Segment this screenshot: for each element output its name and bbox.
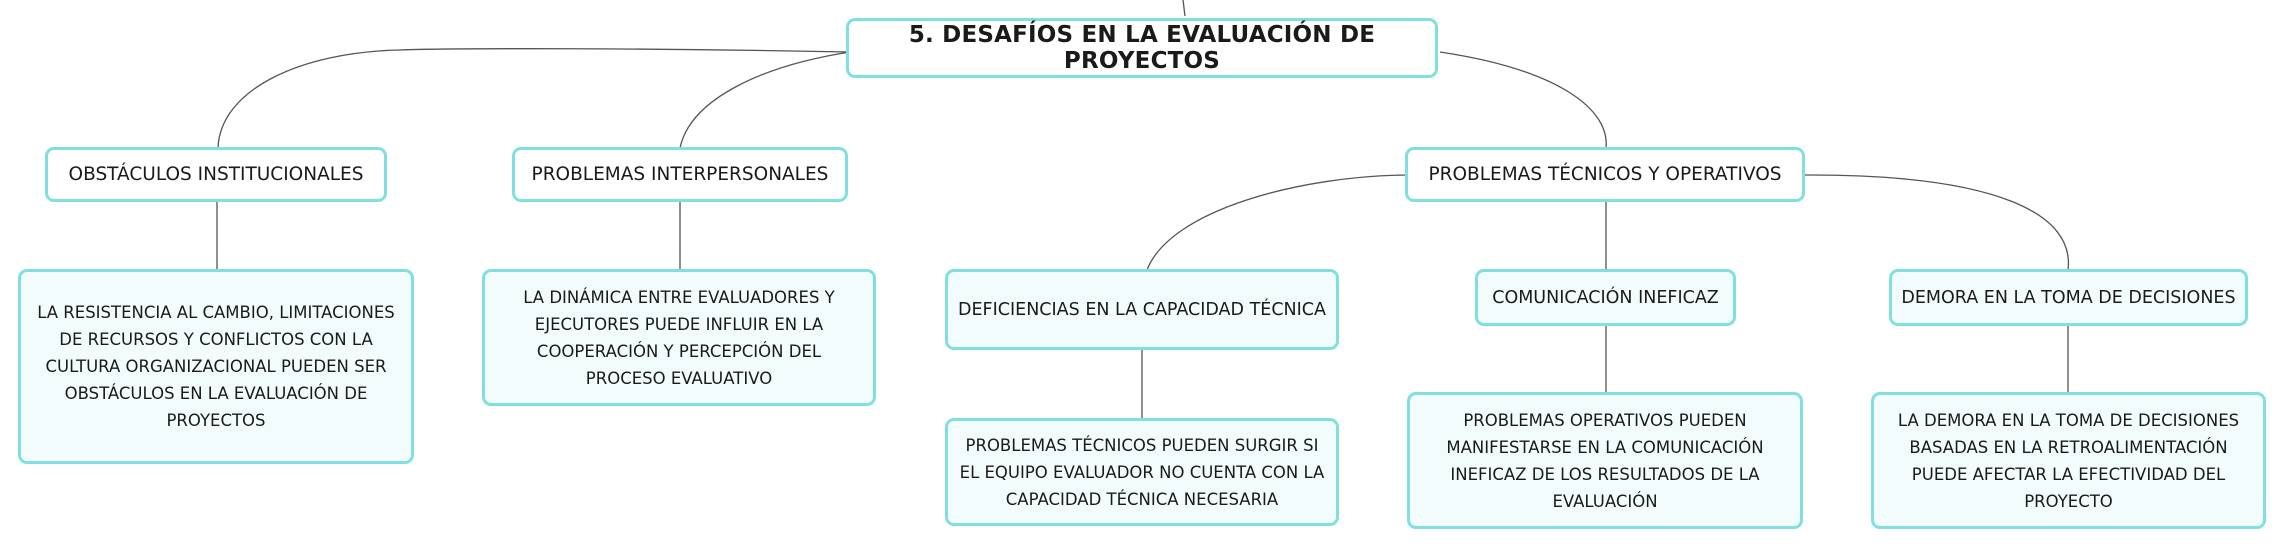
connector-tecnicos-to-demora — [1802, 174, 2070, 271]
connector-root-to-interpersonales — [679, 51, 851, 149]
detail-obstaculos-institucionales[interactable]: LA RESISTENCIA AL CAMBIO, LIMITACIONES D… — [18, 269, 414, 464]
central-topic-label: 5. DESAFÍOS EN LA EVALUACIÓN DE PROYECTO… — [908, 22, 1376, 74]
subtopic-label: COMUNICACIÓN INEFICAZ — [1492, 287, 1719, 308]
detail-text: LA DINÁMICA ENTRE EVALUADORES Y EJECUTOR… — [523, 287, 835, 388]
topic-label: PROBLEMAS INTERPERSONALES — [531, 164, 829, 185]
detail-comunicacion-ineficaz[interactable]: PROBLEMAS OPERATIVOS PUEDEN MANIFESTARSE… — [1407, 392, 1803, 529]
connector-tecnicos-to-capacidad — [1146, 174, 1408, 271]
topic-label: OBSTÁCULOS INSTITUCIONALES — [68, 164, 364, 185]
detail-text: LA RESISTENCIA AL CAMBIO, LIMITACIONES D… — [37, 303, 395, 430]
subtopic-demora-toma-decisiones[interactable]: DEMORA EN LA TOMA DE DECISIONES — [1889, 269, 2248, 326]
detail-text: PROBLEMAS OPERATIVOS PUEDEN MANIFESTARSE… — [1446, 410, 1764, 511]
topic-obstaculos-institucionales[interactable]: OBSTÁCULOS INSTITUCIONALES — [45, 147, 387, 202]
connector-root-to-institucionales — [217, 48, 851, 149]
topic-label: PROBLEMAS TÉCNICOS Y OPERATIVOS — [1428, 164, 1782, 185]
topic-problemas-tecnicos-operativos[interactable]: PROBLEMAS TÉCNICOS Y OPERATIVOS — [1405, 147, 1805, 202]
central-topic[interactable]: 5. DESAFÍOS EN LA EVALUACIÓN DE PROYECTO… — [846, 18, 1438, 78]
subtopic-deficiencias-capacidad-tecnica[interactable]: DEFICIENCIAS EN LA CAPACIDAD TÉCNICA — [945, 269, 1339, 350]
topic-problemas-interpersonales[interactable]: PROBLEMAS INTERPERSONALES — [512, 147, 848, 202]
subtopic-label: DEFICIENCIAS EN LA CAPACIDAD TÉCNICA — [958, 299, 1326, 320]
detail-text: PROBLEMAS TÉCNICOS PUEDEN SURGIR SI EL E… — [959, 435, 1325, 509]
subtopic-label: DEMORA EN LA TOMA DE DECISIONES — [1901, 287, 2236, 308]
detail-text: LA DEMORA EN LA TOMA DE DECISIONES BASAD… — [1897, 410, 2240, 511]
connector-root-top — [1182, 0, 1186, 17]
connector-root-to-tecnicos — [1439, 51, 1607, 149]
detail-demora-toma-decisiones[interactable]: LA DEMORA EN LA TOMA DE DECISIONES BASAD… — [1871, 392, 2266, 529]
detail-deficiencias-capacidad-tecnica[interactable]: PROBLEMAS TÉCNICOS PUEDEN SURGIR SI EL E… — [945, 418, 1339, 526]
detail-problemas-interpersonales[interactable]: LA DINÁMICA ENTRE EVALUADORES Y EJECUTOR… — [482, 269, 876, 406]
subtopic-comunicacion-ineficaz[interactable]: COMUNICACIÓN INEFICAZ — [1475, 269, 1736, 326]
